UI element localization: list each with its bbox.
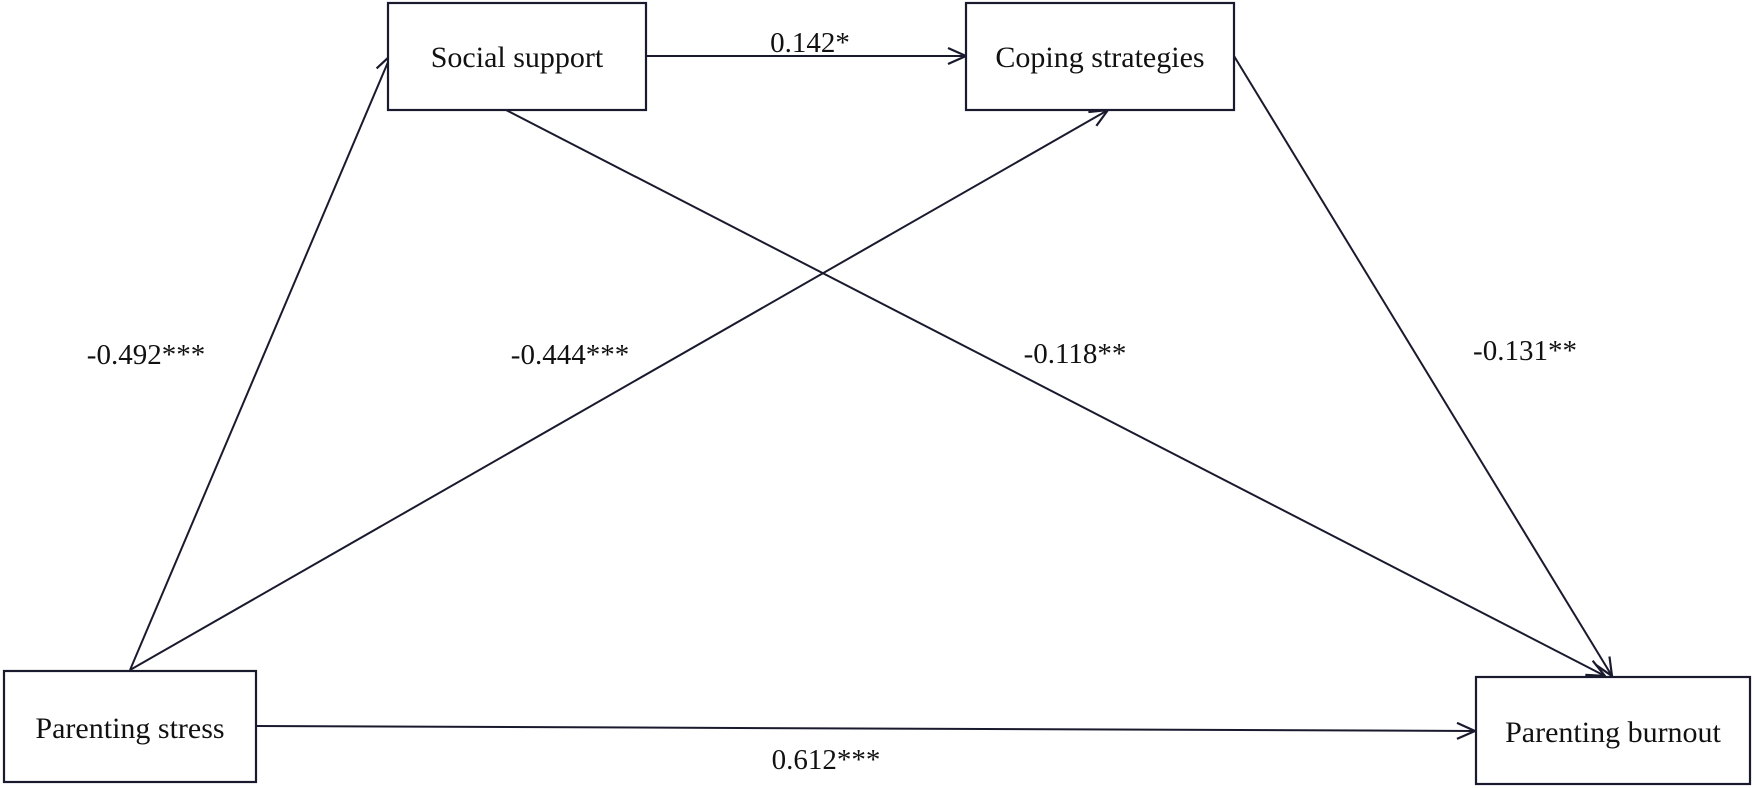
edge-stress-to-burnout xyxy=(255,726,1475,731)
node-parenting-burnout: Parenting burnout xyxy=(1474,675,1752,786)
node-label: Parenting stress xyxy=(35,712,224,745)
edge-social-to-burnout xyxy=(505,109,1605,676)
coef-coping-to-burnout: -0.131** xyxy=(1473,335,1577,367)
coef-stress-to-burnout: 0.612*** xyxy=(772,744,881,776)
node-coping-strategies: Coping strategies xyxy=(964,1,1236,112)
node-label: Coping strategies xyxy=(995,41,1204,74)
node-label: Parenting burnout xyxy=(1505,716,1721,749)
node-label: Social support xyxy=(431,41,604,74)
coef-social-to-coping: 0.142* xyxy=(770,27,850,59)
node-social-support: Social support xyxy=(386,1,648,112)
edge-coping-to-burnout xyxy=(1233,55,1612,676)
node-parenting-stress: Parenting stress xyxy=(2,669,258,784)
coef-stress-to-coping: -0.444*** xyxy=(511,339,629,371)
edge-stress-to-social xyxy=(129,55,391,671)
edges xyxy=(129,55,1612,731)
coef-stress-to-social: -0.492*** xyxy=(87,339,205,371)
coef-social-to-burnout: -0.118** xyxy=(1024,338,1127,370)
edge-stress-to-coping xyxy=(129,110,1108,671)
